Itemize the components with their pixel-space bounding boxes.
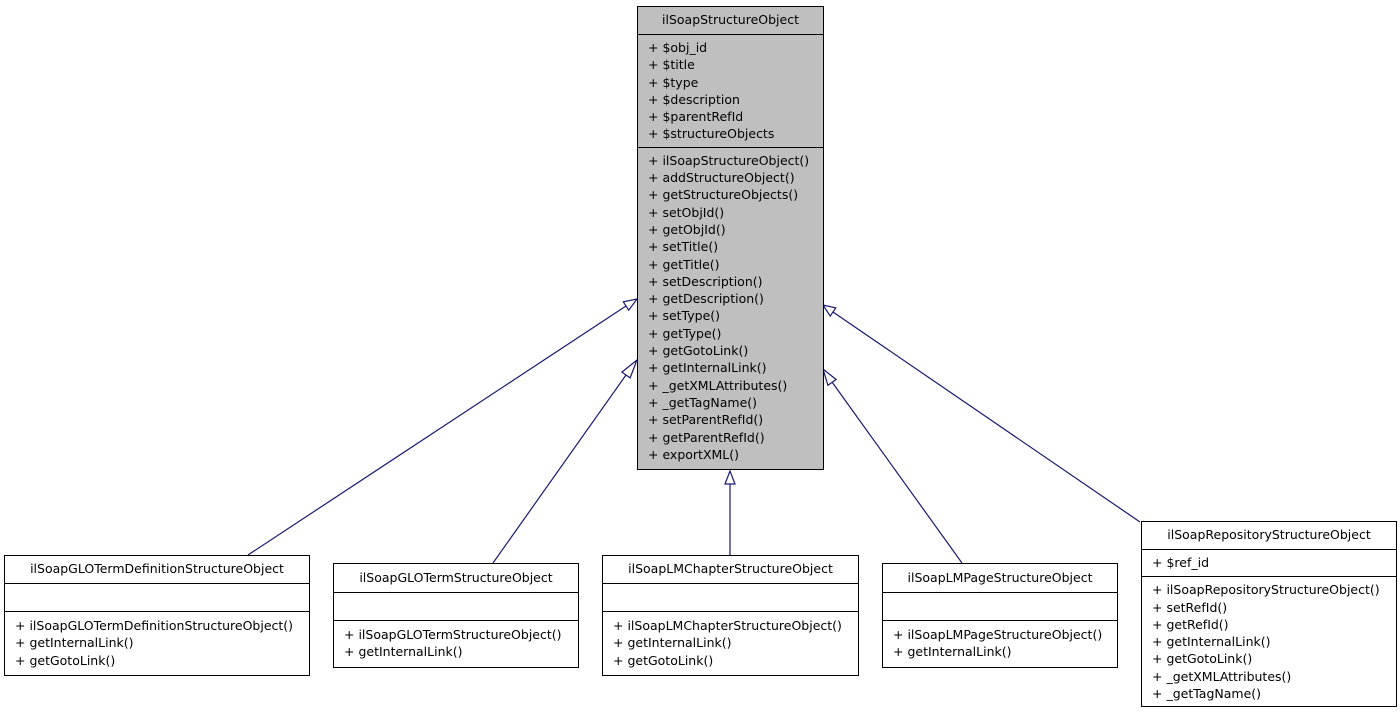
arrowhead-glo-term-definition [622, 298, 639, 312]
edge-repository [832, 311, 1141, 523]
edge-lm-page [831, 381, 963, 564]
method: + addStructureObject() [648, 170, 795, 186]
class-name: ilSoapLMChapterStructureObject [603, 556, 858, 584]
class-name: ilSoapGLOTermStructureObject [334, 564, 578, 593]
method: + getGotoLink() [1152, 651, 1253, 667]
method: + ilSoapRepositoryStructureObject() [1152, 582, 1380, 598]
class-ilsoapgloterm-definition-structureobject[interactable]: ilSoapGLOTermDefinitionStructureObject +… [4, 555, 310, 676]
arrowhead-lm-page [821, 367, 838, 387]
arrowhead-glo-term [620, 358, 639, 379]
attributes-compartment [334, 593, 578, 621]
method: + ilSoapGLOTermDefinitionStructureObject… [15, 618, 294, 633]
method: + getInternalLink() [893, 644, 1012, 660]
class-name: ilSoapRepositoryStructureObject [1142, 522, 1396, 550]
method: + getInternalLink() [613, 635, 732, 651]
class-name: ilSoapStructureObject [638, 7, 823, 35]
method: + getGotoLink() [648, 343, 749, 359]
method: + _getTagName() [648, 394, 758, 410]
method: + getStructureObjects() [648, 187, 799, 203]
class-ilsoaplmchapter-structureobject[interactable]: ilSoapLMChapterStructureObject + ilSoapL… [602, 555, 859, 676]
class-ilsoapgloterm-structureobject[interactable]: ilSoapGLOTermStructureObject + ilSoapGLO… [333, 563, 579, 668]
attribute: + $parentRefId [648, 109, 744, 125]
attribute: + $title [648, 57, 695, 73]
method: + getRefId() [1152, 616, 1229, 632]
attributes-compartment: + $obj_id + $title + $type + $descriptio… [638, 35, 823, 148]
method: + ilSoapLMPageStructureObject() [893, 627, 1103, 642]
class-name: ilSoapGLOTermDefinitionStructureObject [5, 556, 309, 584]
methods-compartment: + ilSoapLMPageStructureObject() + getInt… [883, 621, 1117, 667]
method: + _getTagName() [1152, 686, 1262, 702]
method: + setRefId() [1152, 599, 1228, 615]
methods-compartment: + ilSoapGLOTermStructureObject() + getIn… [334, 621, 578, 667]
method: + getInternalLink() [1152, 634, 1271, 650]
method: + getParentRefId() [648, 429, 765, 445]
method: + _getXMLAttributes() [1152, 668, 1292, 684]
method: + setTitle() [648, 239, 719, 255]
attribute: + $description [648, 91, 740, 107]
arrowhead-lm-chapter [724, 469, 736, 485]
method: + ilSoapLMChapterStructureObject() [613, 618, 842, 633]
method: + exportXML() [648, 446, 740, 462]
edge-glo-term-definition [247, 305, 627, 556]
methods-compartment: + ilSoapStructureObject() + addStructure… [638, 148, 823, 469]
method: + getInternalLink() [648, 360, 767, 376]
attributes-compartment: + $ref_id [1142, 550, 1396, 578]
method: + setDescription() [648, 273, 763, 289]
method: + getInternalLink() [15, 635, 134, 651]
class-ilsoapstructureobject[interactable]: ilSoapStructureObject + $obj_id + $title… [637, 6, 824, 471]
method: + getInternalLink() [344, 644, 463, 660]
method: + getGotoLink() [15, 652, 116, 668]
method: + getGotoLink() [613, 652, 714, 668]
methods-compartment: + ilSoapLMChapterStructureObject() + get… [603, 612, 858, 675]
method: + ilSoapGLOTermStructureObject() [344, 627, 562, 642]
class-name: ilSoapLMPageStructureObject [883, 564, 1117, 593]
method: + getDescription() [648, 291, 764, 307]
method: + setParentRefId() [648, 412, 764, 428]
method: + setType() [648, 308, 721, 324]
class-ilsoaprepository-structureobject[interactable]: ilSoapRepositoryStructureObject + $ref_i… [1141, 521, 1397, 708]
attribute: + $type [648, 74, 699, 90]
class-ilsoaplmpage-structureobject[interactable]: ilSoapLMPageStructureObject + ilSoapLMPa… [882, 563, 1118, 668]
attribute: + $obj_id [648, 40, 708, 55]
attribute: + $structureObjects [648, 126, 775, 142]
method: + getObjId() [648, 221, 726, 237]
arrowhead-repository [821, 304, 837, 318]
method: + setObjId() [648, 204, 725, 220]
method: + getTitle() [648, 256, 720, 272]
attributes-compartment [883, 593, 1117, 621]
attributes-compartment [5, 584, 309, 612]
attributes-compartment [603, 584, 858, 612]
method: + _getXMLAttributes() [648, 377, 788, 393]
methods-compartment: + ilSoapRepositoryStructureObject() + se… [1142, 577, 1396, 706]
attribute: + $ref_id [1152, 555, 1210, 570]
method: + getType() [648, 325, 722, 341]
methods-compartment: + ilSoapGLOTermDefinitionStructureObject… [5, 612, 309, 675]
edge-glo-term [492, 374, 627, 564]
method: + ilSoapStructureObject() [648, 152, 810, 168]
